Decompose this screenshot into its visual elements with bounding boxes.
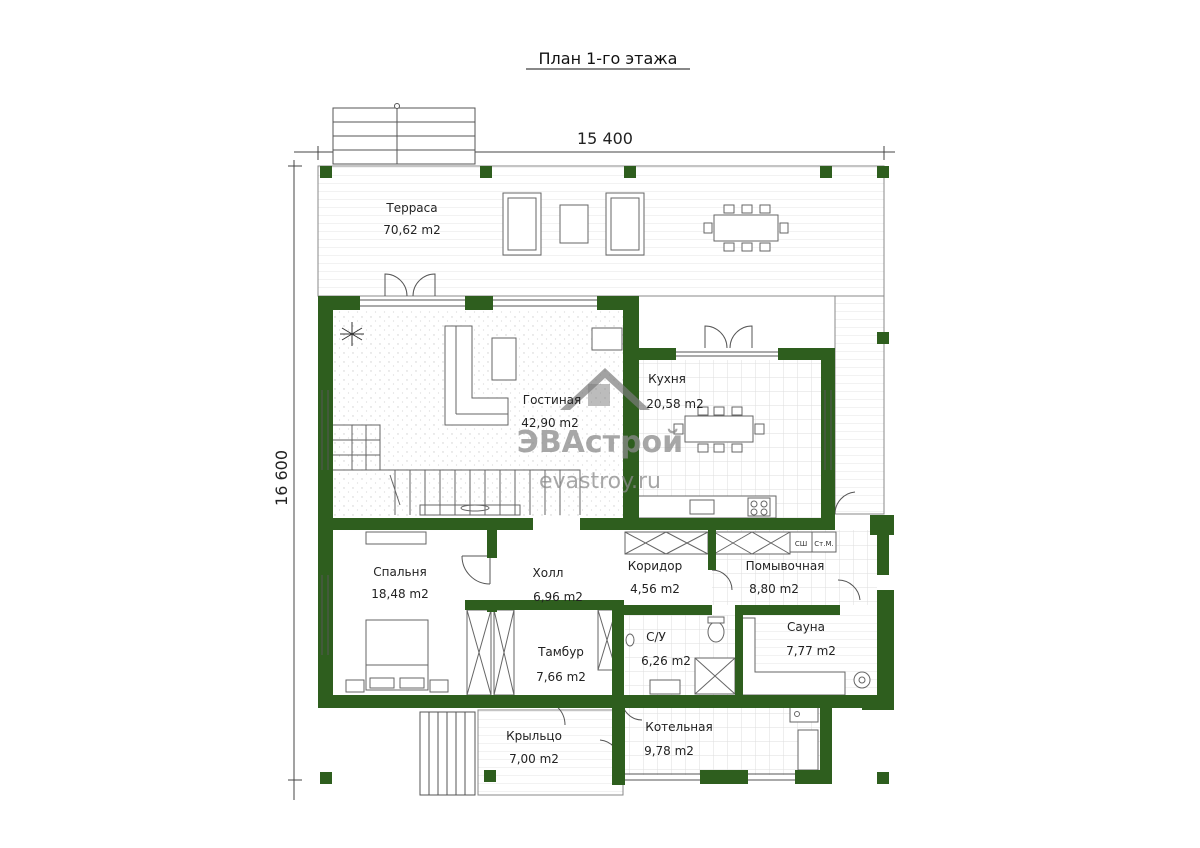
room-area-living: 42,90 m2 (521, 416, 579, 430)
room-name-kitchen: Кухня (648, 372, 686, 386)
room-area-bedroom: 18,48 m2 (371, 587, 429, 601)
room-area-hall: 6,96 m2 (533, 590, 583, 604)
bedroom-furniture (345, 531, 449, 693)
room-labels: Терраса 70,62 m2 Гостиная 42,90 m2 Кухня… (371, 201, 836, 766)
staircase (333, 424, 581, 515)
porch-steps (419, 711, 476, 796)
terrace-steps (332, 103, 476, 165)
boiler-floor (625, 705, 820, 775)
watermark-brand: ЭВАстрой (517, 425, 683, 460)
room-name-wc: С/У (646, 630, 666, 644)
terrace-floor (317, 165, 885, 297)
room-name-porch: Крыльцо (506, 729, 562, 743)
dimension-width-label: 15 400 (577, 129, 633, 148)
watermark-site: evastroy.ru (539, 469, 661, 494)
wc-fixtures (625, 616, 736, 695)
room-name-bedroom: Спальня (373, 565, 426, 579)
room-name-corridor: Коридор (628, 559, 683, 573)
watermark: ЭВАстрой evastroy.ru (517, 368, 683, 494)
dimension-depth: 16 600 (272, 160, 302, 800)
room-name-vestibule: Тамбур (537, 645, 584, 659)
kitchen-furniture (635, 406, 777, 519)
plan-title: План 1-го этажа (539, 49, 678, 68)
terrace-furniture (502, 192, 789, 256)
room-area-washroom: 8,80 m2 (749, 582, 799, 596)
room-name-washroom: Помывочная (746, 559, 825, 573)
room-area-vestibule: 7,66 m2 (536, 670, 586, 684)
wardrobes (466, 531, 837, 696)
room-area-terrace: 70,62 m2 (383, 223, 441, 237)
room-area-boiler: 9,78 m2 (644, 744, 694, 758)
room-name-living: Гостиная (523, 393, 581, 407)
room-area-corridor: 4,56 m2 (630, 582, 680, 596)
room-name-hall: Холл (533, 566, 564, 580)
room-area-porch: 7,00 m2 (509, 752, 559, 766)
house-logo-icon (560, 368, 650, 410)
boiler-fixtures (789, 705, 819, 771)
washer-label: Ст.М. (814, 540, 833, 548)
windows (321, 299, 832, 781)
terrace-side-floor (834, 295, 885, 515)
shower-label: СШ (795, 540, 807, 548)
room-name-sauna: Сауна (787, 620, 825, 634)
plant-icon (340, 322, 364, 346)
room-area-kitchen: 20,58 m2 (646, 397, 704, 411)
room-area-wc: 6,26 m2 (641, 654, 691, 668)
dimension-depth-label: 16 600 (272, 450, 291, 506)
room-name-terrace: Терраса (385, 201, 437, 215)
room-area-sauna: 7,77 m2 (786, 644, 836, 658)
porch-floor (477, 709, 624, 796)
room-name-boiler: Котельная (645, 720, 712, 734)
